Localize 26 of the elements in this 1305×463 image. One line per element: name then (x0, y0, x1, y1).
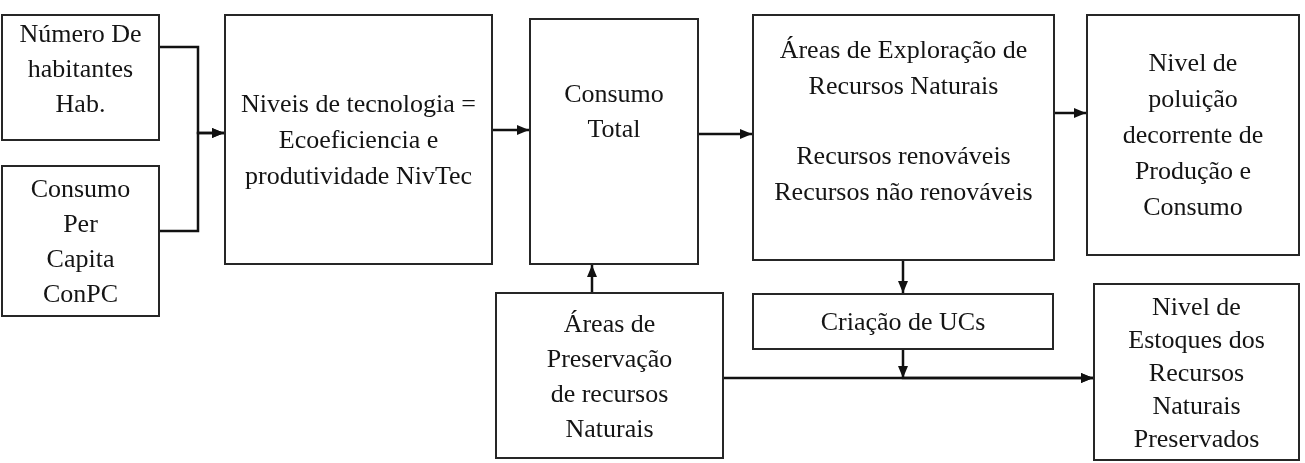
arrow (898, 261, 908, 293)
process-box (495, 292, 724, 459)
node-text: Recursos renováveis Recursos não renováveis (773, 140, 1034, 208)
arrow (587, 265, 597, 292)
process-box (752, 14, 1055, 261)
process-box (1086, 14, 1300, 256)
arrow (724, 373, 1093, 383)
process-box (1093, 283, 1300, 461)
process-box (1, 165, 160, 317)
process-box (1, 14, 160, 141)
node-text: Niveis de tecnologia = Ecoeficiencia e produtividade NivTec (240, 87, 477, 192)
node-text: Consumo Total (563, 78, 665, 145)
node-text: Número De habitantes Hab. (18, 18, 143, 120)
node-text: Consumo Per Capita ConPC (29, 173, 132, 310)
arrow (493, 125, 529, 135)
node-text: Áreas de Preservação de recursos Naturais (545, 307, 674, 445)
node-text: Áreas de Exploração de Recursos Naturais (778, 34, 1029, 102)
process-box (224, 14, 493, 265)
process-box (752, 293, 1054, 350)
process-box (529, 18, 699, 265)
node-text: Nivel de poluição decorrente de Produção e Consumo (1121, 47, 1265, 223)
node-text: Criação de UCs (820, 306, 986, 338)
arrow (699, 129, 752, 139)
arrow (1055, 108, 1086, 118)
arrow (160, 128, 224, 233)
node-text: Nivel de Estoques dos Recursos Naturais Preservados (1127, 290, 1266, 455)
